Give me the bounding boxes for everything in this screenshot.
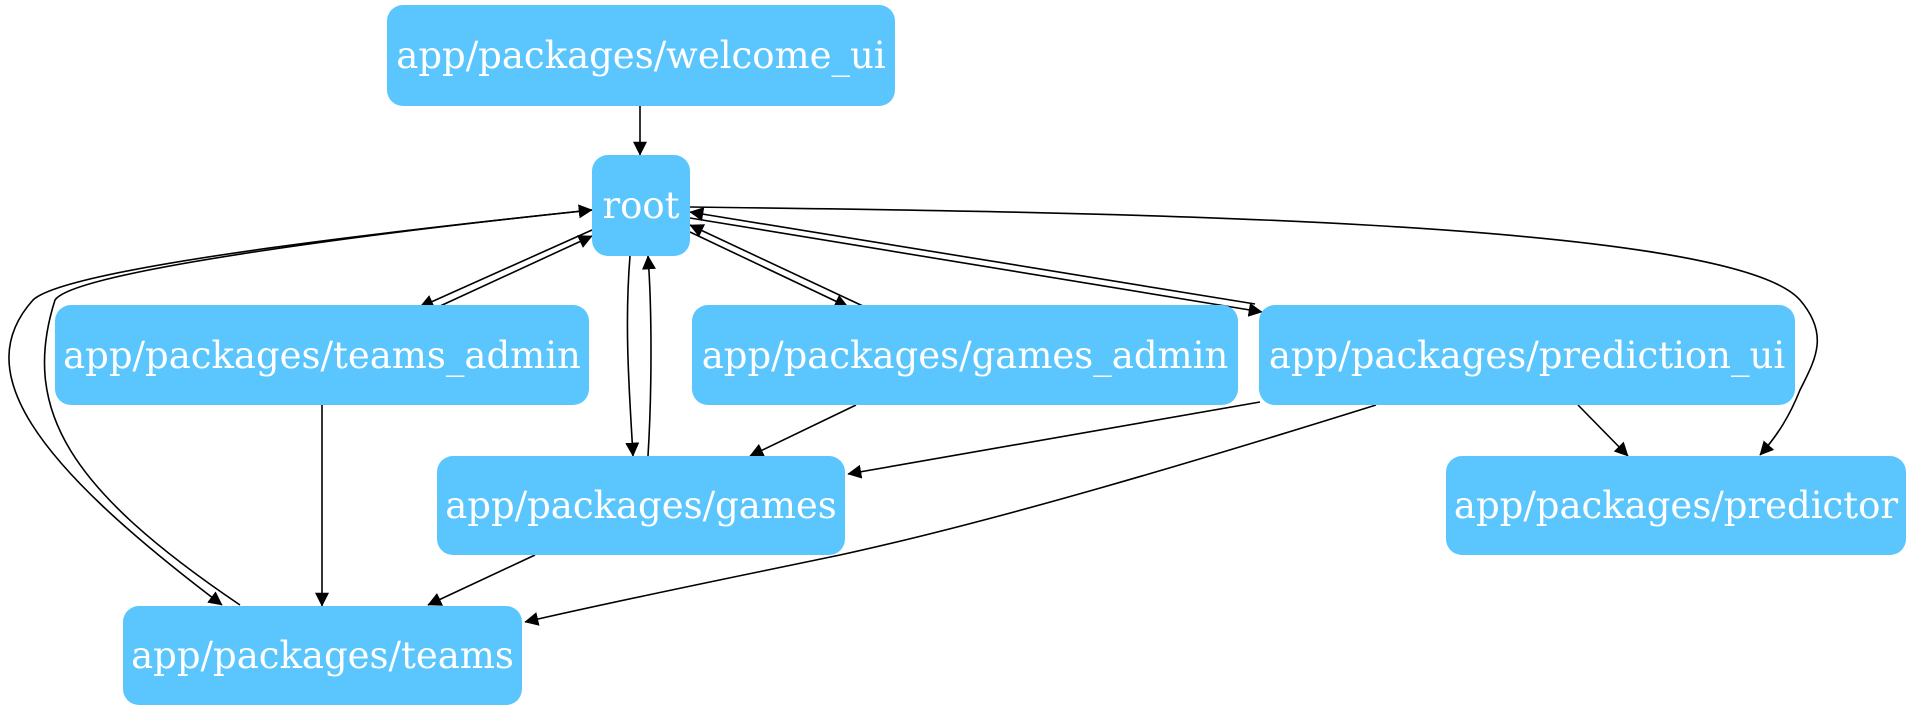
node-label: root bbox=[602, 184, 680, 227]
edge-games-to-root bbox=[642, 255, 656, 457]
edge-root-to-games-admin bbox=[689, 231, 849, 308]
node-label: app/packages/games_admin bbox=[701, 333, 1229, 377]
edge-root-to-teams-admin bbox=[419, 229, 593, 308]
node-prediction-ui: app/packages/prediction_ui bbox=[1259, 305, 1795, 405]
edge-games-admin-to-games bbox=[749, 404, 857, 457]
node-label: app/packages/games bbox=[445, 484, 837, 527]
edge-prediction-ui-to-games bbox=[847, 401, 1261, 479]
edges bbox=[8, 106, 1819, 626]
edge-root-to-games bbox=[625, 255, 640, 457]
edge-prediction-ui-to-predictor bbox=[1577, 404, 1629, 457]
edge-teams-to-root bbox=[43, 204, 593, 606]
node-games-admin: app/packages/games_admin bbox=[692, 305, 1238, 405]
node-label: app/packages/welcome_ui bbox=[396, 34, 886, 77]
edge-prediction-ui-to-root bbox=[689, 207, 1256, 305]
node-label: app/packages/teams_admin bbox=[63, 333, 581, 377]
node-games: app/packages/games bbox=[437, 456, 845, 555]
node-welcome-ui: app/packages/welcome_ui bbox=[387, 5, 895, 106]
node-teams-admin: app/packages/teams_admin bbox=[55, 305, 589, 405]
node-teams: app/packages/teams bbox=[123, 606, 522, 705]
edge-root-to-prediction-ui bbox=[689, 217, 1263, 317]
node-label: app/packages/teams bbox=[131, 634, 514, 677]
node-root: root bbox=[592, 155, 690, 256]
edge-teams-admin-to-root bbox=[437, 235, 593, 308]
node-predictor: app/packages/predictor bbox=[1446, 456, 1906, 555]
edge-prediction-ui-to-teams bbox=[524, 404, 1377, 626]
edge-games-admin-to-root bbox=[689, 224, 866, 308]
node-label: app/packages/prediction_ui bbox=[1268, 333, 1786, 377]
node-label: app/packages/predictor bbox=[1453, 484, 1899, 527]
edge-root-to-predictor bbox=[689, 206, 1819, 456]
edge-games-to-teams bbox=[427, 554, 536, 606]
